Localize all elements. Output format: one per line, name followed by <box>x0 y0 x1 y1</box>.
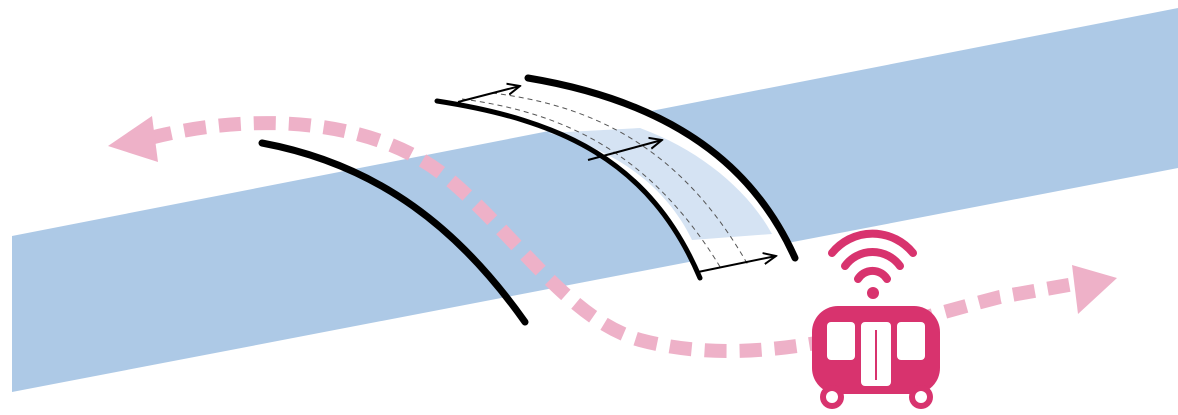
route-arrowhead-right <box>1072 265 1117 314</box>
route-arrowhead-left <box>108 116 158 162</box>
autonomous-shuttle-icon <box>812 306 940 409</box>
river-band <box>12 8 1178 392</box>
wifi-signal-icon <box>832 234 913 299</box>
